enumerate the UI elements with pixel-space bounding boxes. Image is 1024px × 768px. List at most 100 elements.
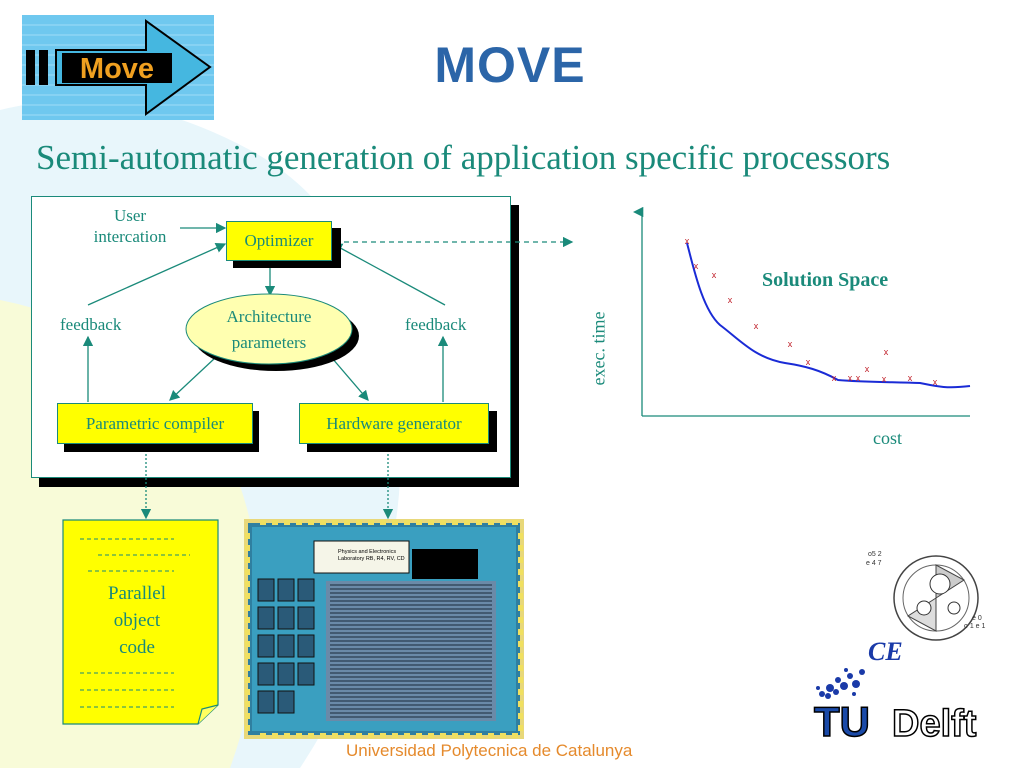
svg-text:o5 2: o5 2 (868, 551, 882, 558)
solution-point-marker: x (685, 236, 690, 246)
chip-pad (245, 605, 250, 611)
chip-pad (245, 593, 250, 599)
chip-pad (476, 733, 482, 738)
solution-point-marker: x (694, 261, 699, 271)
chip-pad (296, 733, 302, 738)
footer-text: Universidad Polytecnica de Catalunya (346, 741, 633, 760)
chip-pad (416, 733, 422, 738)
chip-pad (500, 733, 506, 738)
chip-pad (452, 733, 458, 738)
chip-pad (320, 733, 326, 738)
chip-pad (320, 520, 326, 525)
optimizer-box: Optimizer (226, 221, 332, 261)
chip-pad (245, 533, 250, 539)
feedback-right-label: feedback (405, 315, 467, 334)
move-logo-text: Move (80, 53, 154, 85)
chip-block (277, 690, 295, 714)
chip-pad (488, 733, 494, 738)
arch-label-line1: Architecture (226, 307, 312, 326)
chip-block (297, 634, 315, 658)
chip-pad (344, 733, 350, 738)
user-label-line2: intercation (93, 227, 167, 246)
chip-pad (518, 653, 523, 659)
object-code-document (62, 519, 219, 725)
tudelft-tu-text: TU (814, 698, 870, 744)
svg-text:e 4 7: e 4 7 (866, 560, 882, 567)
pareto-curve (686, 242, 971, 389)
ce-logo-text: CE (868, 637, 903, 666)
compiler-box: Parametric compiler (57, 403, 253, 444)
y-axis-label: exec. time (588, 311, 609, 386)
chip-block (257, 662, 275, 686)
chip-pad (518, 713, 523, 719)
chip-pad (356, 733, 362, 738)
chip-pad (518, 689, 523, 695)
solution-point-marker: x (728, 295, 733, 305)
solution-point-marker: x (832, 373, 837, 383)
chip-pad (518, 629, 523, 635)
solution-point-marker: x (908, 373, 913, 383)
chip-pad (245, 557, 250, 563)
chip-pad (464, 520, 470, 525)
object-code-line2: object (113, 610, 161, 631)
chip-pad (518, 641, 523, 647)
page-title: MOVE (434, 37, 586, 93)
tudelft-logo: TU Delft (813, 668, 978, 744)
chip-block (257, 578, 275, 602)
chip-block (277, 606, 295, 630)
arch-label-line2: parameters (231, 333, 307, 352)
chip-pad (518, 593, 523, 599)
chip-pad (512, 733, 518, 738)
chip-pad (518, 545, 523, 551)
chip-pad (428, 733, 434, 738)
chip-label-2: Laboratory RB, R4, RV, CD (338, 556, 405, 562)
chip-pad (404, 733, 410, 738)
chip-pad (476, 520, 482, 525)
solution-point-marker: x (788, 339, 793, 349)
chip-pad (518, 617, 523, 623)
tudelft-delft-text: Delft (892, 703, 977, 744)
chip-pad (518, 533, 523, 539)
chip-pad (392, 520, 398, 525)
svg-text:e 0: e 0 (972, 615, 982, 622)
chip-pad (245, 701, 250, 707)
chip-block (277, 662, 295, 686)
chip-block (297, 578, 315, 602)
x-axis-label: cost (873, 428, 902, 448)
chip-pad (464, 733, 470, 738)
chip-pad (245, 653, 250, 659)
chip-pad (296, 520, 302, 525)
chip-pad (245, 677, 250, 683)
chip-pad (416, 520, 422, 525)
chip-pad (512, 520, 518, 525)
chip-pad (368, 733, 374, 738)
chip-pad (332, 520, 338, 525)
solution-point-marker: x (856, 373, 861, 383)
chip-pad (518, 605, 523, 611)
page-subtitle: Semi-automatic generation of application… (36, 138, 891, 177)
chip-pad (245, 581, 250, 587)
solution-point-marker: x (712, 270, 717, 280)
chip-pad (518, 569, 523, 575)
solution-point-marker: x (865, 364, 870, 374)
architecture-label: Architecture parameters (185, 304, 353, 356)
chip-pad (245, 725, 250, 731)
solution-point-marker: x (754, 321, 759, 331)
chip-pad (245, 545, 250, 551)
hardware-box: Hardware generator (299, 403, 489, 444)
chip-pad (344, 520, 350, 525)
object-code-label: Parallel object code (62, 580, 212, 661)
chip-pad (518, 665, 523, 671)
chip-pad (260, 733, 266, 738)
chip-pad (245, 665, 250, 671)
user-interaction-label: User intercation (74, 205, 186, 247)
chip-pad (245, 569, 250, 575)
solution-point-marker: x (884, 347, 889, 357)
architecture-ellipse (185, 293, 359, 371)
chip-pad (380, 520, 386, 525)
chip-block (277, 634, 295, 658)
chip-label-1: Physics and Electronics (338, 549, 396, 555)
chip-pad (440, 520, 446, 525)
